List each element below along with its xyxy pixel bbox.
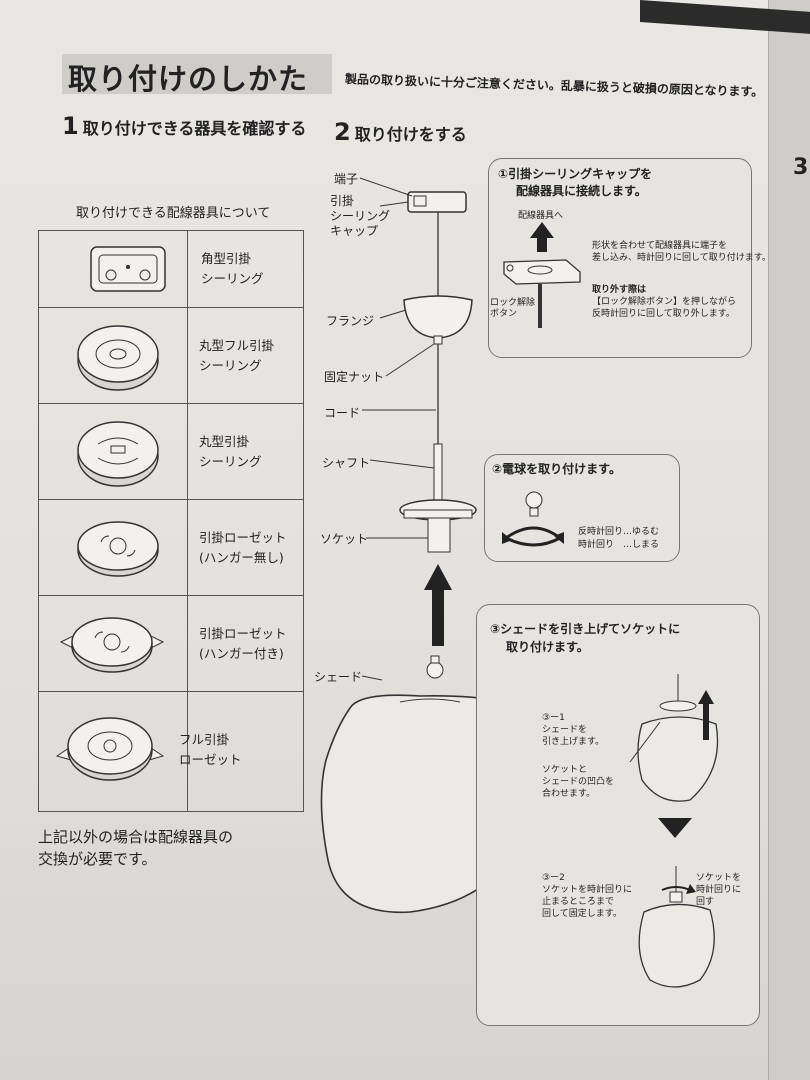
- label-nut: 固定ナット: [324, 370, 385, 384]
- title-band: [62, 54, 332, 94]
- leader-lines: [359, 177, 436, 681]
- table-row: 丸型フル引掛シーリング: [39, 307, 303, 404]
- next-page-edge: [768, 0, 810, 1080]
- fixture-label: 角型引掛シーリング: [201, 251, 264, 286]
- step3-2-note: ソケットを時計回りに回す: [696, 873, 742, 907]
- shade-lift-illustration: [629, 674, 719, 802]
- lock-release-label: ロック解除ボタン: [490, 298, 536, 319]
- rotate-direction-legend: 反時計回り…ゆるむ時計回り …しまる: [578, 527, 660, 550]
- table-row: 引掛ローゼット(ハンガー無し): [39, 499, 303, 596]
- side-section-number: 3: [793, 155, 809, 180]
- step3-title: ③シェードを引き上げてソケットに取り付けます。: [490, 622, 681, 654]
- full-rosette-icon: [55, 717, 165, 781]
- up-arrow-icon: [530, 222, 554, 252]
- table-row: 角型引掛シーリング: [39, 231, 303, 307]
- pendant-diagram: [320, 191, 500, 914]
- fixture-label: 引掛ローゼット(ハンガー無し): [199, 530, 287, 565]
- bulb-rotate-illustration: [502, 491, 564, 547]
- label-socket: ソケット: [320, 532, 369, 546]
- table-caption: 取り付けできる配線器具について: [76, 206, 271, 221]
- section1-label: 取り付けできる器具を確認する: [82, 119, 307, 138]
- step3-1-align-text: ソケットとシェードの凹凸を合わせます。: [542, 765, 615, 799]
- down-arrow-icon: [658, 818, 692, 838]
- rotate-arrow-icon: [661, 886, 691, 891]
- bulb-icon: [525, 491, 543, 509]
- square-ceiling-icon: [90, 246, 166, 292]
- shade-shape: [320, 694, 500, 914]
- label-cord: コード: [324, 406, 361, 420]
- rosette-no-hanger-icon: [77, 521, 159, 577]
- fixture-label: 丸型引掛シーリング: [199, 434, 262, 469]
- fixture-label: 引掛ローゼット(ハンガー付き): [199, 626, 287, 661]
- section2-number: 2: [334, 118, 351, 146]
- table-divider: [187, 231, 188, 811]
- to-fixture-label: 配線器具へ: [518, 211, 564, 221]
- label-shade: シェード: [314, 670, 363, 684]
- section1-number: 1: [62, 112, 79, 140]
- table-row: 引掛ローゼット(ハンガー付き): [39, 595, 303, 692]
- step2-title: ②電球を取り付けます。: [492, 462, 621, 476]
- page-title: 取り付けのしかた: [68, 62, 309, 96]
- table-row: 丸型引掛シーリング: [39, 403, 303, 500]
- round-full-ceiling-icon: [77, 325, 159, 391]
- rosette-hanger-icon: [59, 617, 165, 673]
- section2-label: 取り付けをする: [354, 125, 467, 144]
- label-ceiling-cap: 引掛シーリングキャップ: [330, 194, 391, 238]
- table-row: フル引掛ローゼット: [39, 691, 303, 812]
- flange-shape: [403, 295, 473, 339]
- label-shaft: シャフト: [322, 456, 371, 470]
- remove-desc: 【ロック解除ボタン】を押しながら反時計回りに回して取り外します。: [592, 297, 737, 319]
- step1-title: ①引掛シーリングキャップを配線器具に接続します。: [498, 167, 653, 198]
- up-arrow-icon: [698, 690, 714, 740]
- remove-title: 取り外す際は: [592, 285, 647, 295]
- label-flange: フランジ: [326, 314, 375, 328]
- round-ceiling-icon: [77, 421, 159, 487]
- cap-connect-illustration: [503, 222, 581, 328]
- fixture-label: フル引掛ローゼット: [179, 732, 242, 767]
- fixture-table: 角型引掛シーリング 丸型フル引掛シーリング 丸型引掛シーリング 引掛ローゼット(…: [38, 230, 304, 812]
- step1-bubble: [488, 158, 752, 358]
- rotate-arrow-icon: [505, 526, 561, 540]
- fixture-note: 上記以外の場合は配線器具の交換が必要です。: [38, 828, 234, 868]
- fixture-label: 丸型フル引掛シーリング: [199, 338, 275, 373]
- step1-desc: 形状を合わせて配線器具に端子を差し込み、時計回りに回して取り付けます。: [592, 241, 771, 263]
- label-terminal: 端子: [334, 172, 359, 186]
- shade-fix-illustration: [638, 866, 715, 988]
- step2-bubble: [484, 454, 680, 562]
